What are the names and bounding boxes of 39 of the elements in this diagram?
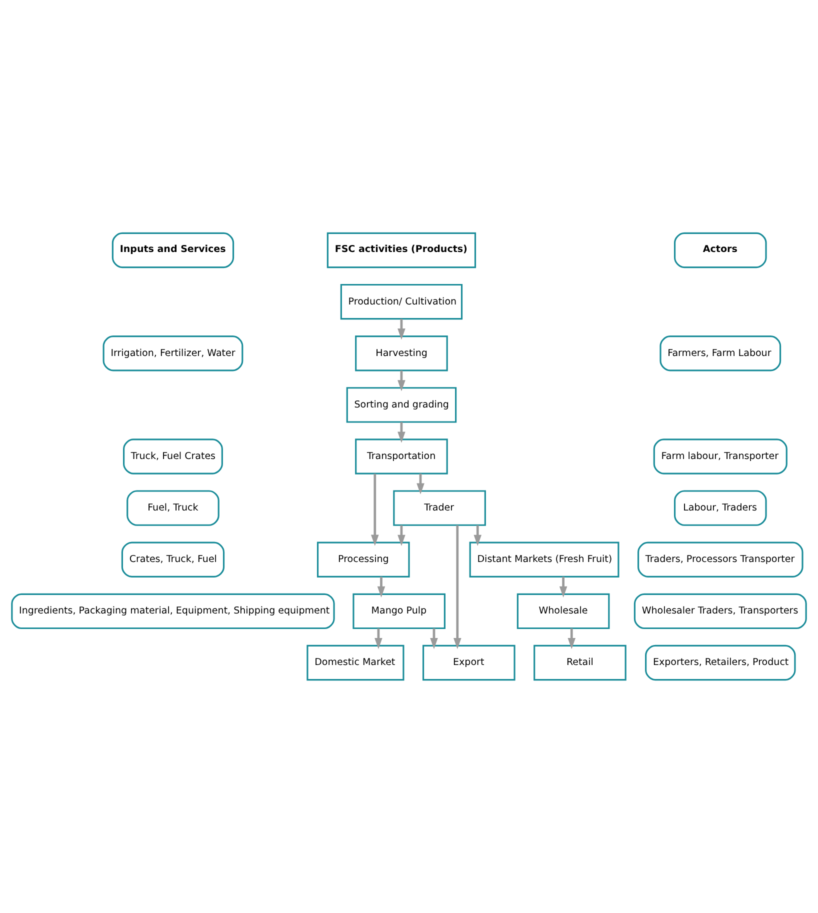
node-box: Export <box>422 644 516 681</box>
node-box: Transportation <box>355 438 448 474</box>
node-box: Distant Markets (Fresh Fruit) <box>469 542 620 578</box>
node-box: Wholesaler Traders, Transporters <box>634 593 807 630</box>
node-box: Labour, Traders <box>674 490 767 526</box>
node-box: Inputs and Services <box>112 232 234 268</box>
node-box: Crates, Truck, Fuel <box>121 542 225 578</box>
node-box: Irrigation, Fertilizer, Water <box>102 336 244 372</box>
node-box: Mango Pulp <box>352 593 446 630</box>
arrow <box>454 525 462 650</box>
node-box: Wholesale <box>516 593 610 630</box>
node-box: Traders, Processors Transporter <box>637 542 804 578</box>
node-box: Domestic Market <box>306 644 404 681</box>
arrow <box>568 628 576 650</box>
node-box: Harvesting <box>355 336 448 372</box>
node-box: Production/ Cultivation <box>340 284 463 320</box>
arrow <box>370 474 379 546</box>
arrow <box>559 576 568 598</box>
node-box: Trader <box>393 490 486 526</box>
node-box: FSC activities (Products) <box>326 232 476 268</box>
node-box: Fuel, Truck <box>126 490 220 526</box>
node-box: Farm labour, Transporter <box>653 438 788 474</box>
node-box: Ingredients, Packaging material, Equipment, Shipping equipment <box>11 593 335 630</box>
node-box: Processing <box>316 542 410 578</box>
arrow <box>398 525 406 546</box>
arrow <box>416 474 424 494</box>
node-box: Farmers, Farm Labour <box>660 336 782 372</box>
arrow <box>377 576 386 598</box>
arrow <box>430 628 438 650</box>
node-box: Exporters, Retailers, Product <box>645 644 796 681</box>
arrow <box>398 422 406 443</box>
arrow <box>398 318 406 340</box>
node-box: Retail <box>534 644 626 681</box>
arrow <box>474 525 482 546</box>
arrow <box>374 628 382 650</box>
arrow <box>398 370 406 392</box>
node-box: Sorting and grading <box>346 387 457 423</box>
node-box: Truck, Fuel Crates <box>123 438 223 474</box>
node-box: Actors <box>674 232 767 268</box>
